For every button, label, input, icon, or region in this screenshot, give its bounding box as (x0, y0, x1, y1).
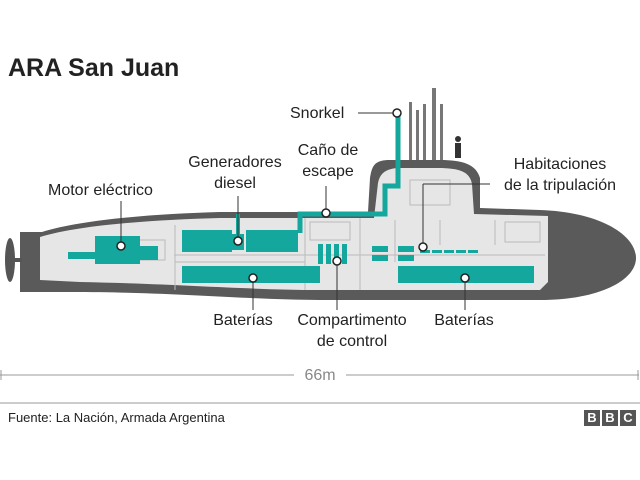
masts (409, 88, 443, 160)
bbc-logo-letter-3: C (620, 410, 636, 426)
bbc-logo-letter-1: B (584, 410, 600, 426)
label-batteries-right: Baterías (434, 312, 494, 329)
label-control-compartment: Compartimento de control (287, 310, 417, 352)
label-quarters-line2: de la tripulación (503, 177, 617, 194)
page-title: ARA San Juan (8, 54, 180, 82)
label-snorkel: Snorkel (290, 105, 345, 122)
bbc-logo: B B C (584, 410, 636, 426)
crew-figure-icon (455, 136, 461, 158)
callout-dots (116, 108, 470, 283)
crew-quarters-bunks (420, 250, 478, 253)
label-control-line2: de control (316, 333, 388, 350)
label-generators-line1: Generadores (188, 154, 282, 171)
label-exhaust-line1: Caño de (297, 142, 359, 159)
length-label: 66m (304, 367, 336, 384)
bbc-logo-letter-2: B (602, 410, 618, 426)
label-exhaust-line2: escape (302, 163, 354, 180)
label-diesel-generators: Generadores diesel (180, 152, 290, 194)
propeller-icon (5, 238, 22, 282)
label-control-line1: Compartimento (297, 312, 407, 329)
length-scale (0, 370, 639, 380)
exhaust-pipe (297, 110, 401, 233)
hull (20, 160, 636, 300)
control-compartment-equipment (318, 244, 414, 264)
label-exhaust: Caño de escape (290, 140, 366, 182)
label-crew-quarters: Habitaciones de la tripulación (492, 154, 628, 196)
label-batteries-left: Baterías (213, 312, 273, 329)
label-quarters-line1: Habitaciones (513, 156, 607, 173)
electric-motor (68, 236, 158, 264)
source-credit: Fuente: La Nación, Armada Argentina (8, 410, 225, 425)
label-electric-motor: Motor eléctrico (48, 182, 153, 199)
callout-leaders (120, 112, 490, 310)
label-generators-line2: diesel (214, 175, 256, 192)
